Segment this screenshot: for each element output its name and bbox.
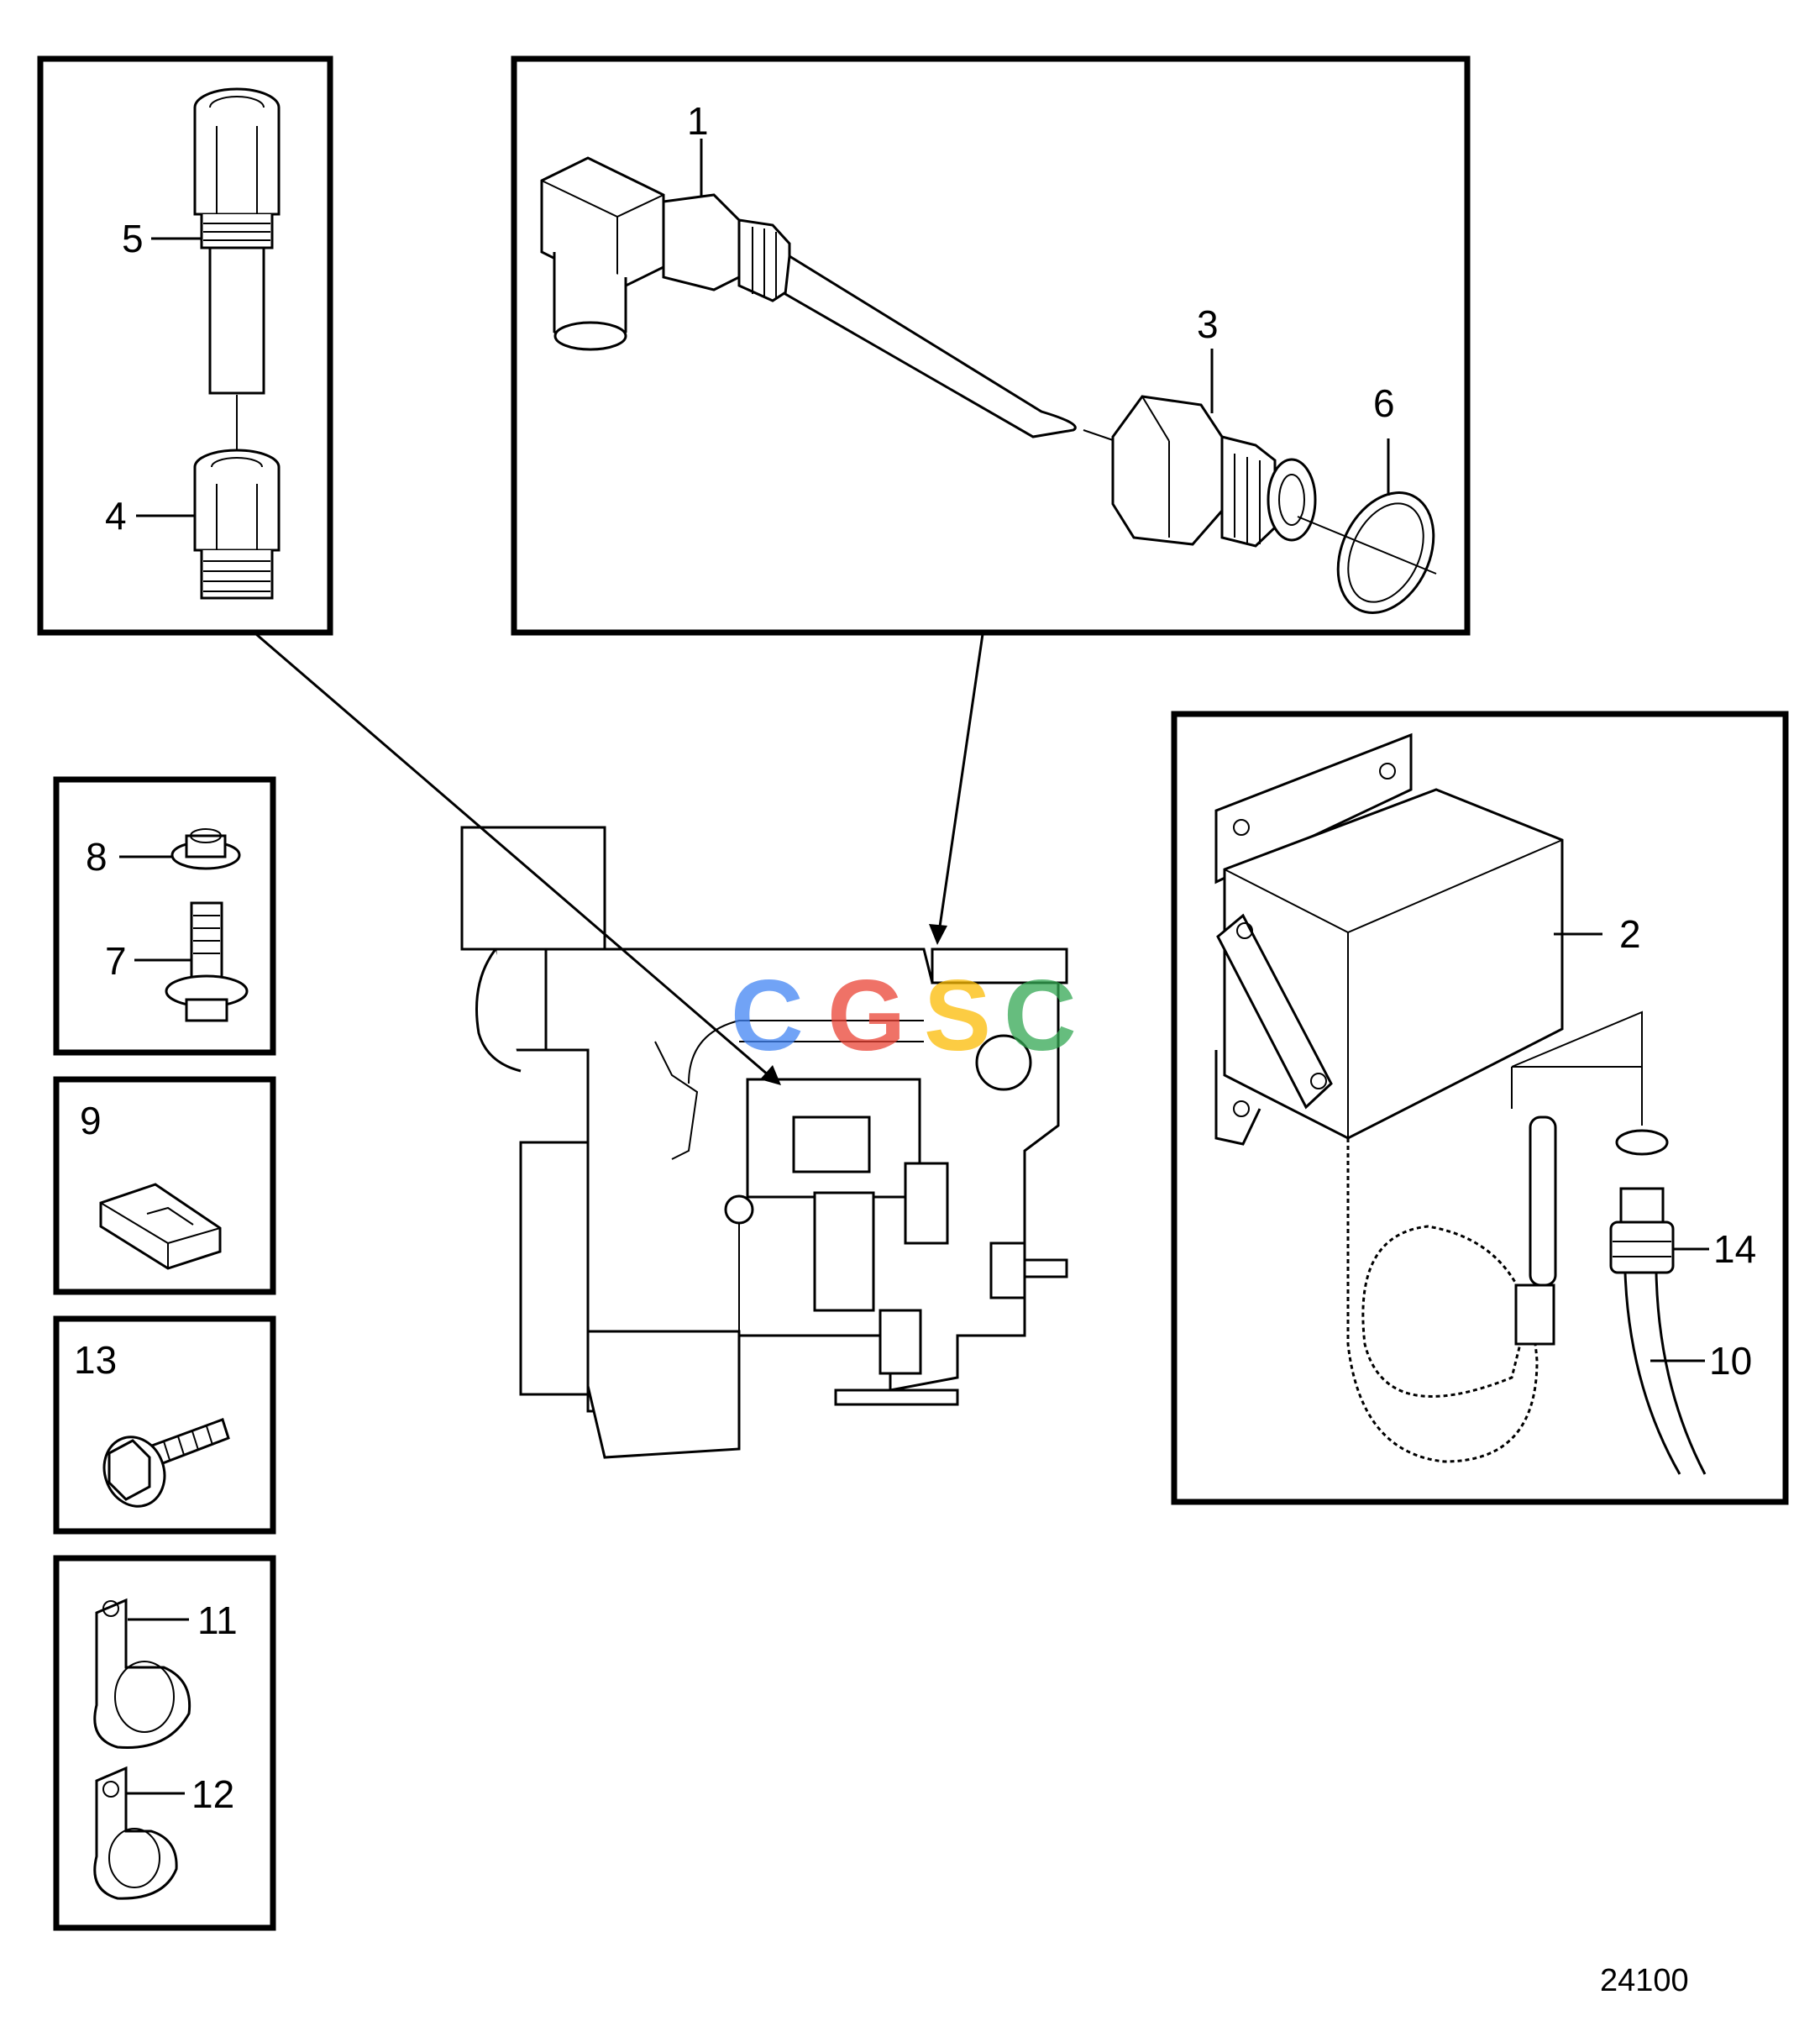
adapter-3 xyxy=(1111,395,1317,548)
clamp-12 xyxy=(93,1766,178,1900)
callout-1: 1 xyxy=(687,99,709,143)
callout-4: 4 xyxy=(105,494,127,538)
box-control-unit-2-10-14: 2 14 10 xyxy=(1171,711,1789,1505)
callout-12: 12 xyxy=(191,1772,234,1816)
clamp-11 xyxy=(93,1598,191,1749)
box-connector-9: 9 xyxy=(53,1076,276,1295)
fitting-5 xyxy=(193,87,281,395)
figure-number: 24100 xyxy=(1600,1963,1689,1998)
callout-13: 13 xyxy=(74,1338,117,1382)
engine-illustration xyxy=(460,826,1068,1459)
flange-bolt-7 xyxy=(165,901,249,1022)
sealing-ring-6 xyxy=(1297,491,1437,614)
watermark-logo: C G S C xyxy=(731,959,1077,1072)
connector-9 xyxy=(99,1183,222,1270)
callout-14: 14 xyxy=(1713,1227,1756,1271)
callout-10: 10 xyxy=(1709,1339,1752,1383)
callout-8: 8 xyxy=(86,835,108,879)
callout-7: 7 xyxy=(105,939,127,983)
box-sensor-1-3-6: 1 3 6 xyxy=(511,55,1471,636)
watermark-letter-3: S xyxy=(924,959,991,1072)
callout-6: 6 xyxy=(1373,381,1395,425)
watermark-letter-2: G xyxy=(827,959,905,1072)
box-bolt-nut-7-8: 8 7 xyxy=(53,776,276,1056)
callout-9: 9 xyxy=(80,1099,102,1142)
control-box-2 xyxy=(1216,788,1564,1140)
watermark-letter-4: C xyxy=(1004,959,1077,1072)
watermark-letter-1: C xyxy=(731,959,804,1072)
box-fittings-4-5: 5 4 xyxy=(37,55,333,636)
box-clamps-11-12: 11 12 xyxy=(53,1555,276,1931)
cable-gland-14 xyxy=(1511,1010,1675,1274)
cable-10 xyxy=(1623,1272,1707,1475)
callout-3: 3 xyxy=(1197,302,1219,346)
flange-screw-13 xyxy=(102,1418,230,1508)
fitting-4 xyxy=(193,449,281,600)
callout-2: 2 xyxy=(1619,912,1641,956)
pointer-arrows xyxy=(255,633,984,1085)
callout-5: 5 xyxy=(122,217,144,260)
flange-nut-8 xyxy=(170,828,241,870)
box-screw-13: 13 xyxy=(53,1315,276,1535)
callout-11: 11 xyxy=(197,1598,238,1642)
temperature-sensor-1 xyxy=(540,156,1077,438)
